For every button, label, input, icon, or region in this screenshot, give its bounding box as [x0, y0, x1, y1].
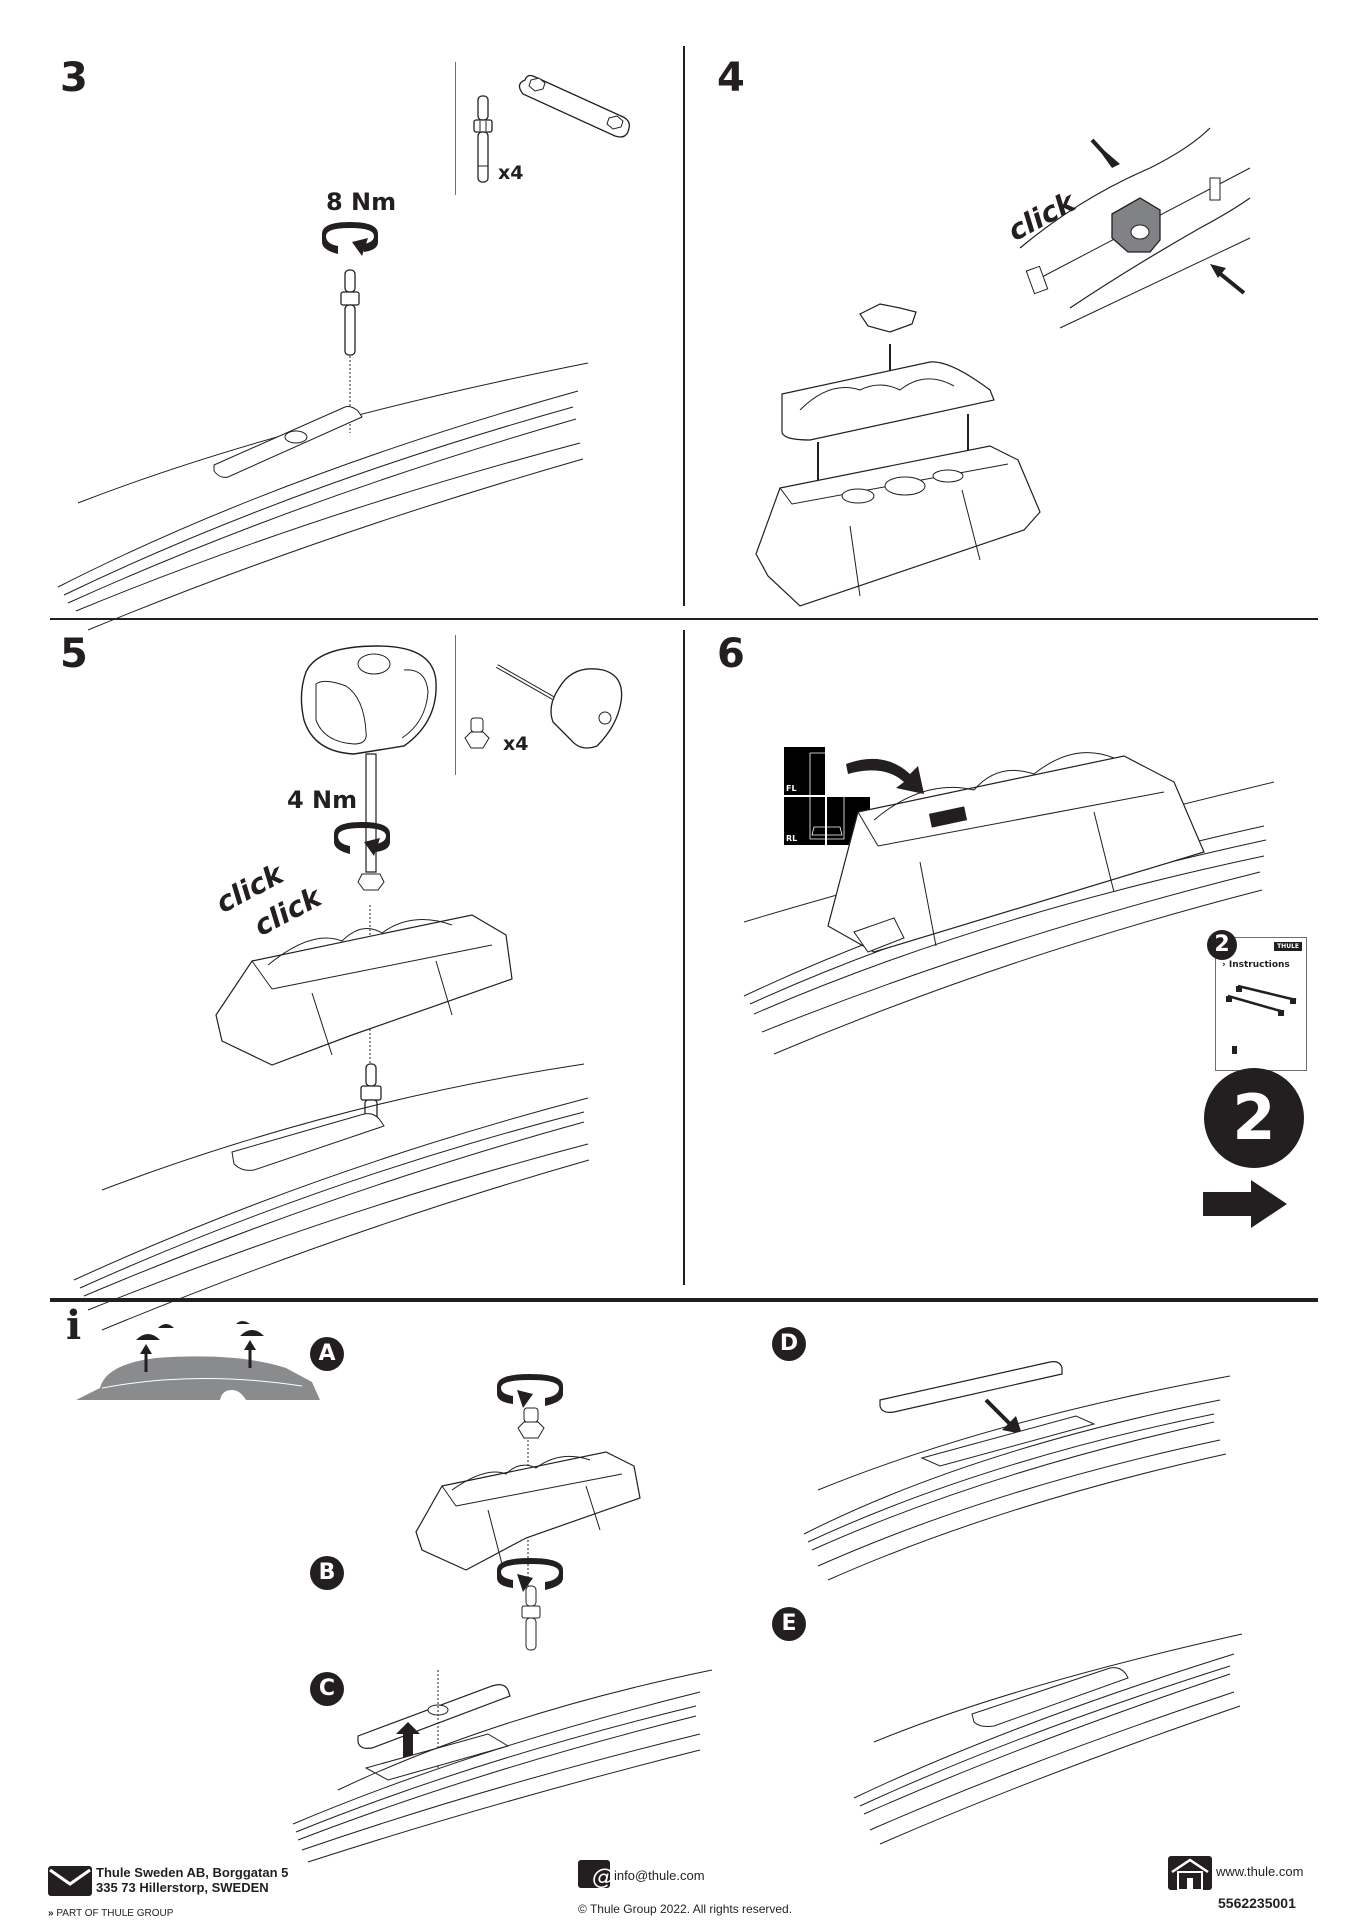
clip-detail-illustration	[1000, 128, 1260, 348]
chevron-right-icon: »	[48, 1908, 54, 1919]
group-text: PART OF THULE GROUP	[56, 1908, 174, 1919]
roof-rail-illustration	[74, 1030, 614, 1300]
torque-label-8nm: 8 Nm	[326, 188, 397, 216]
info-icon: i	[66, 1302, 82, 1349]
address-line-2: 335 73 Hillerstorp, SWEDEN	[96, 1880, 269, 1895]
rotate-clockwise-icon	[334, 822, 390, 856]
substep-c-badge: C	[310, 1672, 344, 1706]
thule-group-label: » PART OF THULE GROUP	[48, 1908, 173, 1919]
email-at-icon: @	[578, 1860, 614, 1890]
booklet-number-badge: 2	[1207, 930, 1237, 960]
copyright-text: © Thule Group 2022. All rights reserved.	[578, 1902, 793, 1916]
document-number: 5562235001	[1218, 1895, 1296, 1911]
substep-a-badge: A	[310, 1337, 344, 1371]
divider-vertical-mid	[683, 630, 685, 1285]
foot-assembly-illustration	[740, 290, 1100, 610]
stud-bolt-icon	[520, 1584, 542, 1654]
roof-rail-with-cover-illustration	[348, 1650, 718, 1830]
lock-nut-part-icon	[463, 716, 491, 754]
rotate-clockwise-icon	[322, 222, 378, 256]
position-label-rl: RL	[786, 834, 798, 843]
roof-bars-icon	[1226, 984, 1297, 1016]
divider-vertical-top	[683, 46, 685, 606]
address-line-1: Thule Sweden AB, Borggatan 5	[96, 1865, 289, 1880]
svg-text:@: @	[592, 1865, 614, 1890]
torque-label-4nm: 4 Nm	[287, 786, 358, 814]
rotate-counterclockwise-icon	[497, 1374, 563, 1408]
roof-removal-overview-illustration	[76, 1321, 320, 1400]
booklet-title: › Instructions	[1222, 960, 1290, 970]
parts-separator	[455, 635, 456, 775]
roof-rail-illustration	[58, 355, 598, 605]
rotate-counterclockwise-icon	[497, 1558, 563, 1592]
lock-nut-icon	[516, 1406, 546, 1442]
booklet-small-part-icon	[1232, 1046, 1237, 1054]
position-label-fl: FL	[786, 784, 797, 793]
thule-logo: THULE	[1274, 942, 1302, 951]
divider-horizontal-info	[50, 1298, 1318, 1302]
next-instructions-booklet: THULE › Instructions	[1215, 937, 1307, 1071]
parts-quantity: x4	[503, 733, 529, 755]
parts-quantity: x4	[498, 162, 524, 184]
divider-horizontal-mid	[50, 618, 1318, 620]
cover-install-illustration	[790, 1340, 1240, 1560]
step-number-3: 3	[60, 55, 88, 101]
substep-b-badge: B	[310, 1556, 344, 1590]
home-icon	[1168, 1856, 1212, 1890]
step-number-6: 6	[717, 631, 745, 677]
stud-bolt-part-icon	[468, 94, 498, 186]
substep-e-badge: E	[772, 1607, 806, 1641]
next-booklet-badge: 2	[1204, 1068, 1304, 1168]
position-rl: RL	[784, 797, 825, 845]
step-number-5: 5	[60, 631, 88, 677]
mail-envelope-icon	[48, 1866, 92, 1896]
foot-illustration	[212, 905, 522, 1075]
parts-separator	[455, 62, 456, 195]
email-link[interactable]: info@thule.com	[614, 1868, 705, 1883]
position-fl: FL	[784, 747, 825, 795]
step-number-4: 4	[717, 55, 745, 101]
torque-key-icon	[294, 642, 444, 887]
cover-installed-illustration	[810, 1630, 1250, 1830]
curved-arrow-icon	[846, 758, 924, 794]
next-arrow-icon	[1203, 1180, 1287, 1228]
foot-on-rail-illustration	[744, 742, 1284, 1032]
foot-illustration	[416, 1446, 646, 1576]
torque-key-part-icon	[493, 662, 633, 756]
website-link[interactable]: www.thule.com	[1216, 1864, 1304, 1879]
mounting-plate-part-icon	[515, 70, 635, 142]
substep-d-badge: D	[772, 1327, 806, 1361]
car-outline-icon	[809, 752, 845, 840]
